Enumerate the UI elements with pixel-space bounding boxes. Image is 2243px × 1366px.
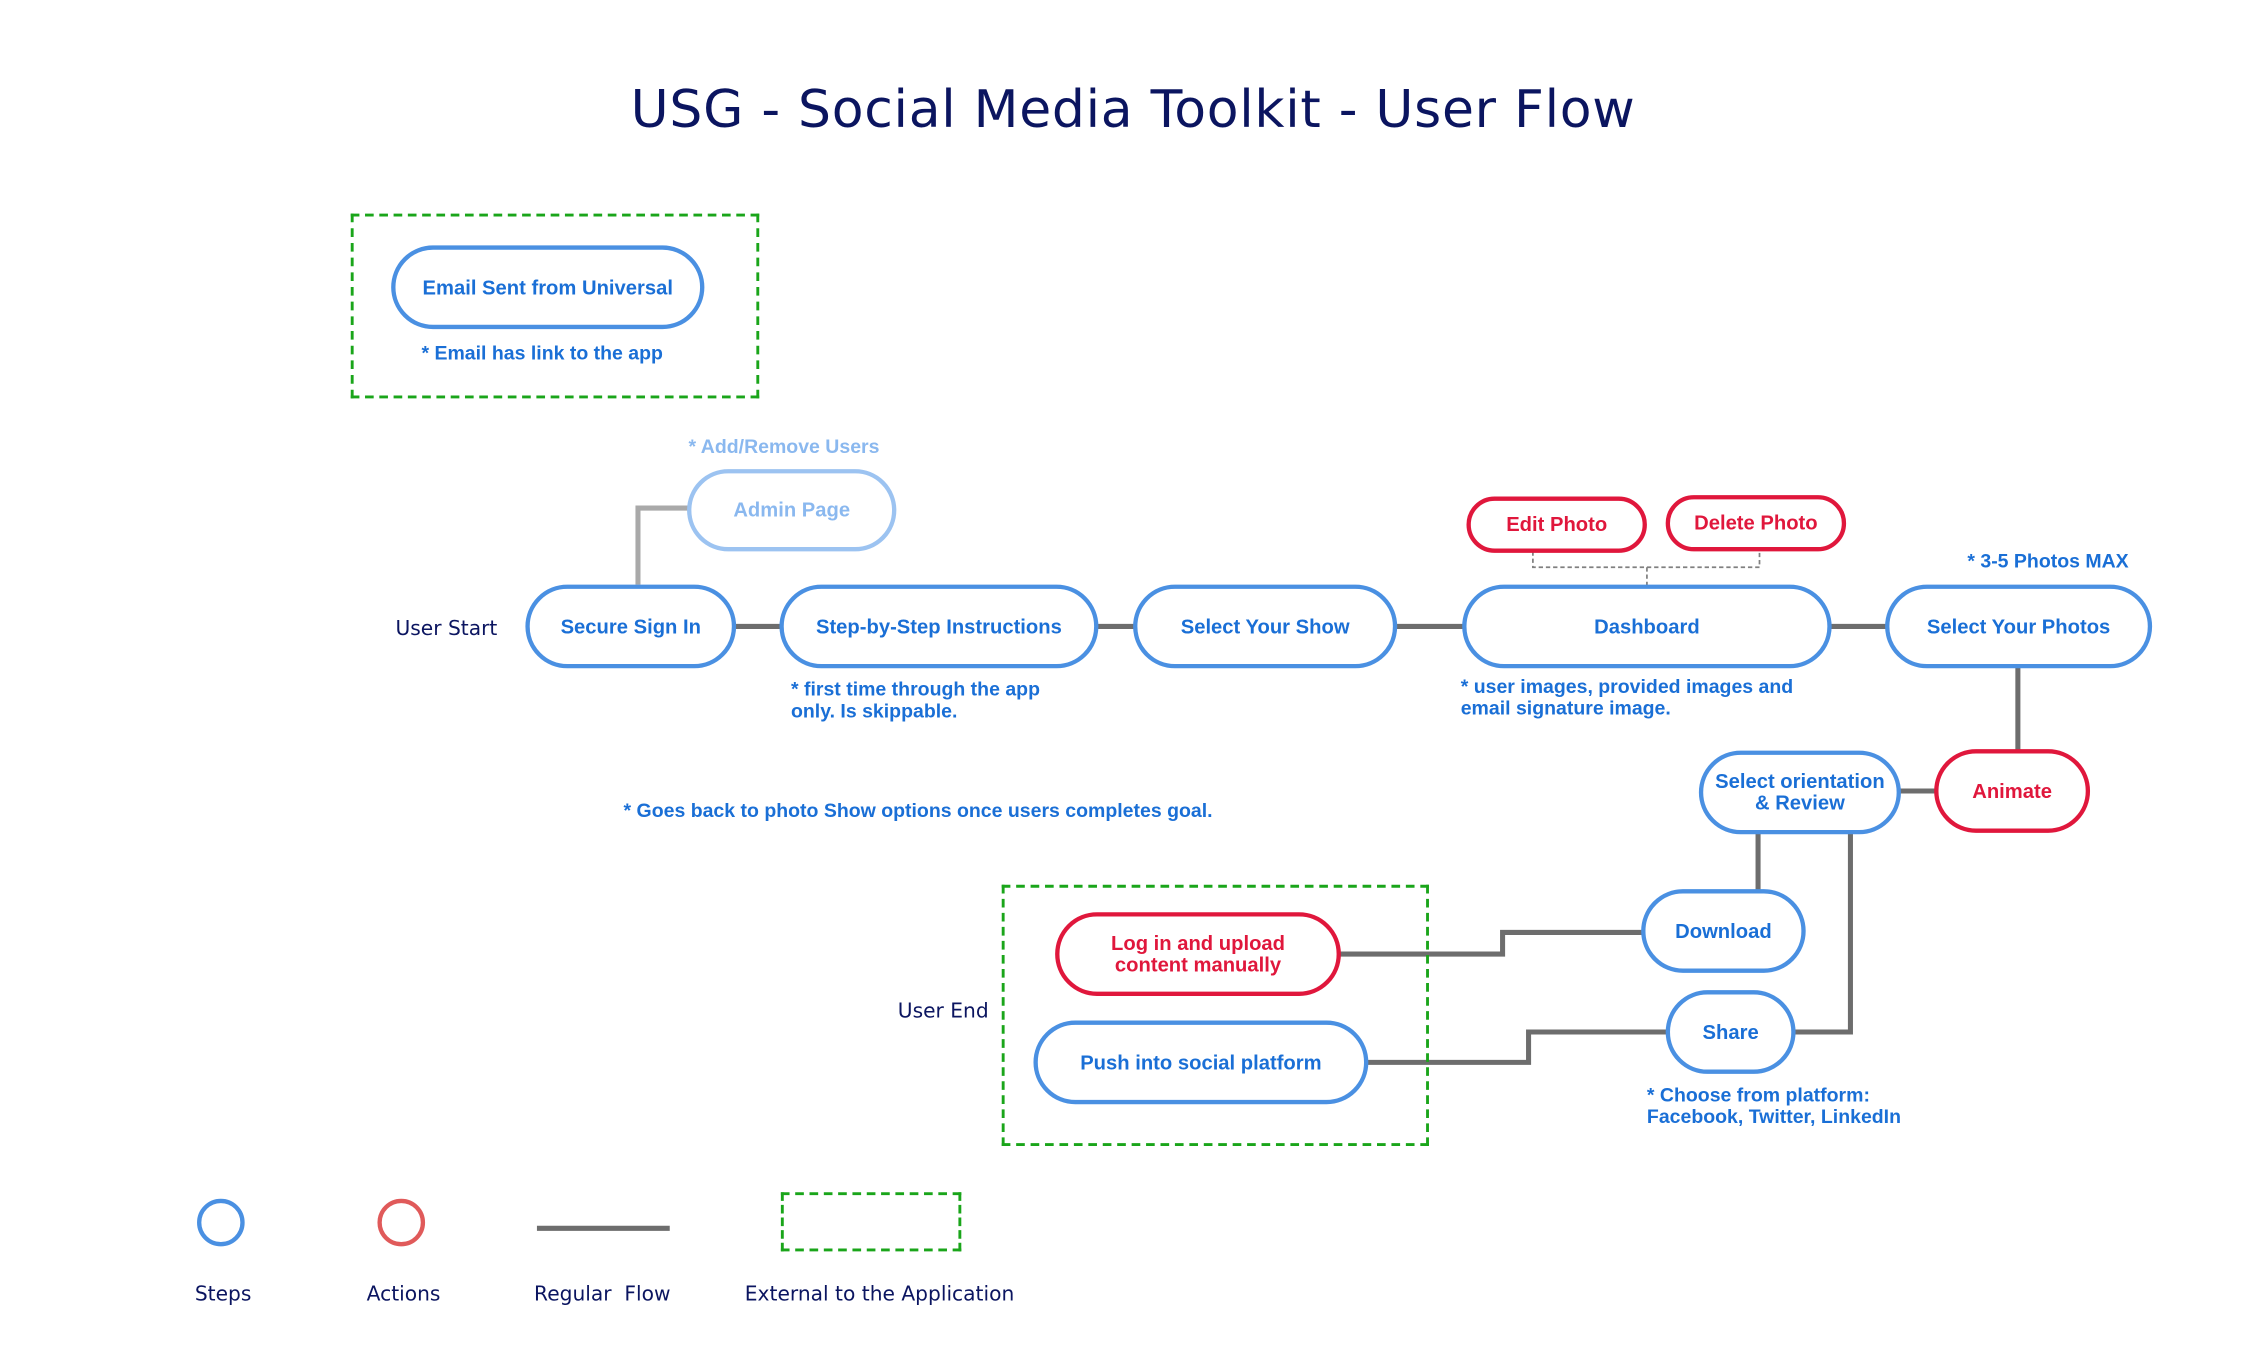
node-select-photos-label: Select Your Photos [1926, 614, 2111, 638]
node-animate-label: Animate [1972, 778, 2052, 802]
legend-actions-icon [377, 1198, 426, 1247]
note-user-images-line1: * user images, provided images and [1460, 675, 1794, 698]
note-first-time-line1: * first time through the app [790, 678, 1040, 701]
legend-external-label: External to the Application [744, 1283, 1015, 1307]
connector-orientation-share [1792, 832, 1853, 1035]
note-email-link: * Email has link to the app [421, 342, 663, 364]
legend-steps-icon [197, 1198, 245, 1247]
node-log-in-upload[interactable]: Log in and upload content manually [1055, 912, 1341, 996]
note-goes-back: * Goes back to photo Show options once u… [623, 799, 1213, 822]
node-select-show-label: Select Your Show [1180, 614, 1350, 638]
connector-dashboard-edit-delete [1532, 551, 1761, 587]
user-end-label: User End [897, 1000, 989, 1024]
node-secure-sign-in[interactable]: Secure Sign In [525, 584, 737, 669]
node-email-sent[interactable]: Email Sent from Universal [391, 245, 705, 330]
node-push-social[interactable]: Push into social platform [1033, 1020, 1369, 1105]
node-select-orientation-line2: & Review [1754, 790, 1845, 815]
node-edit-photo-label: Edit Photo [1506, 512, 1608, 536]
node-email-sent-label: Email Sent from Universal [422, 274, 673, 299]
node-download-label: Download [1675, 918, 1772, 942]
note-choose-platform: * Choose from platform: Facebook, Twitte… [1647, 1084, 1901, 1127]
legend-steps-label: Steps [194, 1283, 252, 1307]
note-user-images-line2: email signature image. [1460, 697, 1671, 719]
node-admin-page-label: Admin Page [733, 497, 851, 522]
note-photos-max: * 3-5 Photos MAX [1967, 549, 2129, 572]
node-delete-photo[interactable]: Delete Photo [1665, 495, 1847, 552]
node-secure-sign-in-label: Secure Sign In [560, 614, 701, 638]
connector-share-push [1365, 1029, 1669, 1065]
node-select-orientation-line1: Select orientation [1715, 769, 1885, 793]
node-share-label: Share [1702, 1019, 1759, 1043]
user-start-label: User Start [395, 617, 498, 641]
note-add-remove-users: * Add/Remove Users [688, 435, 880, 458]
node-push-social-label: Push into social platform [1080, 1050, 1322, 1074]
node-log-in-upload-line1: Log in and upload [1111, 930, 1286, 955]
node-select-orientation[interactable]: Select orientation & Review [1698, 750, 1901, 835]
note-user-images: * user images, provided images and email… [1461, 676, 1793, 719]
note-first-time-line2: only. Is skippable. [790, 700, 958, 722]
node-download[interactable]: Download [1641, 889, 1806, 973]
note-choose-platform-line2: Facebook, Twitter, LinkedIn [1646, 1105, 1902, 1128]
legend-actions-label: Actions [366, 1283, 441, 1307]
external-box-email [350, 213, 760, 399]
note-first-time: * first time through the app only. Is sk… [791, 678, 1040, 721]
node-dashboard-label: Dashboard [1594, 614, 1700, 638]
node-admin-page[interactable]: Admin Page [687, 469, 897, 552]
note-choose-platform-line1: * Choose from platform: [1646, 1083, 1870, 1106]
node-share[interactable]: Share [1665, 990, 1796, 1074]
node-step-by-step-label: Step-by-Step Instructions [815, 614, 1062, 638]
connector-signin-admin [635, 505, 690, 585]
node-animate[interactable]: Animate [1934, 749, 2091, 833]
node-dashboard[interactable]: Dashboard [1462, 584, 1832, 669]
node-select-photos[interactable]: Select Your Photos [1885, 584, 2153, 669]
external-box-user-end [1001, 884, 1429, 1147]
connector-download-login [1338, 929, 1645, 957]
node-select-show[interactable]: Select Your Show [1133, 584, 1398, 669]
legend-regular-flow-label: Regular Flow [534, 1283, 671, 1307]
diagram-title: USG - Social Media Toolkit - User Flow [630, 80, 1636, 141]
node-edit-photo[interactable]: Edit Photo [1466, 496, 1647, 553]
node-log-in-upload-line2: content manually [1114, 952, 1282, 976]
node-step-by-step[interactable]: Step-by-Step Instructions [779, 584, 1099, 669]
legend-external-icon [780, 1192, 962, 1252]
node-delete-photo-label: Delete Photo [1694, 510, 1818, 535]
